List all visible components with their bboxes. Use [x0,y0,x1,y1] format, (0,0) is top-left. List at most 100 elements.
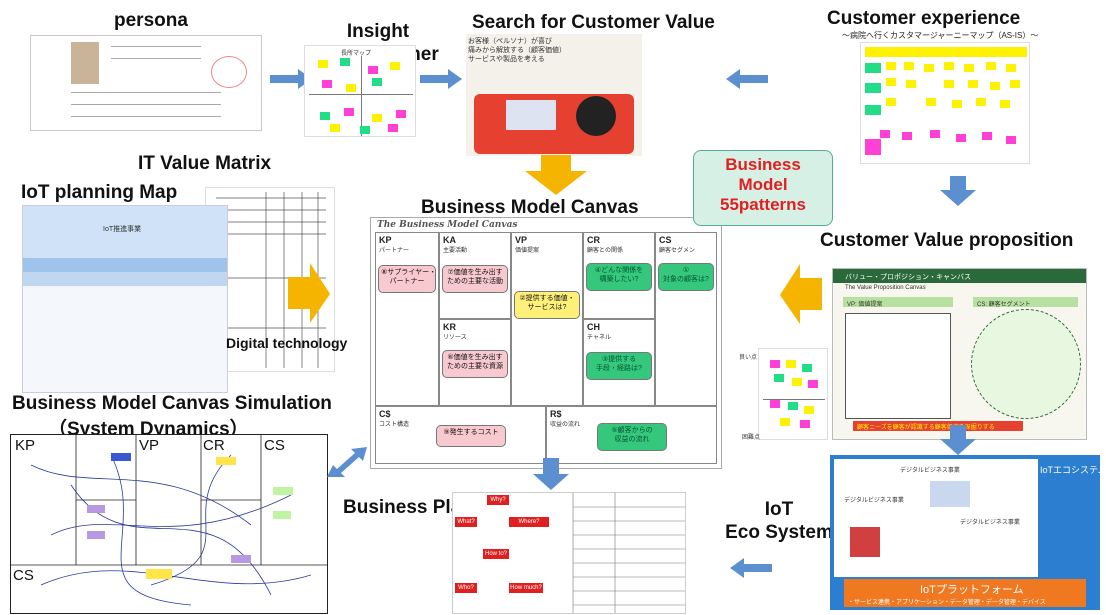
bmc-cs-sub: 顧客セグメン [659,248,696,254]
bmc-revenue-note: ⑤顧客からの 収益の流れ [597,423,667,451]
vpc-circle [971,309,1081,419]
sticky-note [982,132,992,140]
bmc-kp-note: ⑧サプライヤー・ パートナー [378,265,436,293]
iot-eco-title: IoTエコシステム [1040,465,1100,475]
iot-eco-system-thumbnail: IoTエコシステム デジタルビジネス事業 デジタルビジネス事業 デジタルビジネス… [830,455,1100,610]
sticky-note [396,110,406,118]
sticky-note [986,62,996,70]
bmc-ka-note: ⑦価値を生み出す ための主要な活動 [442,265,508,293]
arrow-search-to-bmc [525,155,587,195]
sticky-note [944,62,954,70]
sticky-note [930,130,940,138]
business-model-55-patterns-callout: Business Model 55patterns [693,150,833,226]
search-value-label: Search for Customer Value [472,12,715,33]
bmc-ch-sub: チャネル [587,335,611,341]
sim-cs: CS [264,437,285,454]
persona-thumbnail [30,35,262,131]
iot-digital-biz-3: デジタルビジネス事業 [960,520,1020,526]
bmc-cs-code: CS [659,235,672,245]
iot-map-header [23,206,227,258]
sticky-note [904,62,914,70]
plan-q-where: Where? When? [509,517,549,535]
bmc-kr-code: KR [443,322,456,332]
customer-experience-subtitle: ～病院へ行くカスタマージャーニーマップ（AS-IS）～ [842,31,1039,40]
search-caption-3: サービスや製品を考える [468,56,545,63]
bmc-ch-note: ③提供する 手段・経路は? [586,352,652,380]
vpc-header [833,269,1086,283]
bmc-kp-sub: パートナー [379,248,410,254]
sticky-note [1010,80,1020,88]
sticky-note [964,64,974,72]
vpc-en-title: The Value Proposition Canvas [845,285,926,291]
bmc-revenue-sub: 収益の流れ [550,422,581,428]
digital-technology-label: Digital technology [226,335,348,351]
iot-digital-biz-1: デジタルビジネス事業 [900,468,960,474]
sticky-note [330,124,340,132]
vpc-vp-bar [843,297,953,307]
iot-map-header-text: IoT推進事業 [103,226,142,233]
insight-caption: 長所マップ [341,51,372,57]
bmc-kr-sub: リソース [443,335,467,341]
arrow-iot-to-plan [730,558,772,578]
sim-cr: CR [203,437,225,454]
bmc-simulation-label: Business Model Canvas Simulation [12,393,332,414]
bmc-title: The Business Model Canvas [377,220,518,230]
iot-eco-system-text: IoT Eco System [725,499,833,543]
bmc-cr-note: ④どんな関係を 構築したい? [586,263,652,291]
sticky-note [944,80,954,88]
sticky-note [360,126,370,134]
search-caption-1: お客様（ペルソナ）が喜び [468,38,552,45]
sticky-note [786,360,796,368]
sticky-note [388,124,398,132]
cvp-label: Customer Value proposition [820,230,1074,251]
sticky-note [886,62,896,70]
sticky-note [340,58,350,66]
callout-text: Business Model 55patterns [720,155,806,214]
sticky-note [886,98,896,106]
vpc-vp-label: VP: 価値提案 [847,302,883,308]
sticky-note [902,132,912,140]
iot-platform-bar [844,579,1086,607]
sticky-note [808,380,818,388]
sticky-note [926,98,936,106]
plan-q-what: What? [455,517,477,527]
vpc-title: バリュー・プロポジション・キャンバス [845,274,971,281]
iot-planning-map-thumbnail: IoT推進事業 [22,205,228,393]
sim-network [11,435,327,606]
arrow-insight-to-search [420,69,462,89]
sticky-note [990,82,1000,90]
bmc-cell-ka: KA 主要活動 ⑦価値を生み出す ための主要な活動 [439,232,511,319]
bmc-ka-code: KA [443,235,456,245]
search-value-thumbnail: お客様（ペルソナ）が喜び 痛みから解放する（顧客価値） サービスや製品を考える [466,34,642,156]
vpc-cs-label: CS: 顧客セグメント [977,302,1031,308]
bmc-ka-sub: 主要活動 [443,248,468,254]
bmc-cell-kp: KP パートナー ⑧サプライヤー・ パートナー [375,232,439,406]
customer-experience-label: Customer experience [827,8,1021,29]
it-value-matrix-label: IT Value Matrix [138,153,272,174]
bmc-label: Business Model Canvas [421,197,639,218]
arrow-persona-to-insight [270,69,312,89]
vpc-bottom-bar [853,421,1023,431]
sticky-note [906,80,916,88]
iot-eco-inner [834,459,1038,577]
business-plan-label: Business Plan [343,497,473,518]
sticky-note [372,78,382,86]
sticky-note [368,66,378,74]
plan-table [572,493,685,613]
sim-vp: VP [139,437,160,454]
sticky-note [804,406,814,414]
iot-car-image [850,527,880,557]
cvp-axis-top: 良い点 [739,355,758,361]
sticky-note [770,360,780,368]
plan-q-howmuch: How much? [509,583,543,593]
sticky-note [886,78,896,86]
persona-photo [71,42,99,84]
iot-planning-map-label: IoT planning Map [21,182,178,203]
plan-q-why: Why? [487,495,509,505]
sticky-note [318,60,328,68]
bmc-kr-note: ⑥価値を生み出す ための主要な資源 [442,350,508,378]
arrow-cvp-to-iot [940,425,976,455]
sticky-note [320,112,330,120]
bmc-cs-note: ① 対象の顧客は? [658,263,714,291]
bmc-kp-code: KP [379,235,392,245]
